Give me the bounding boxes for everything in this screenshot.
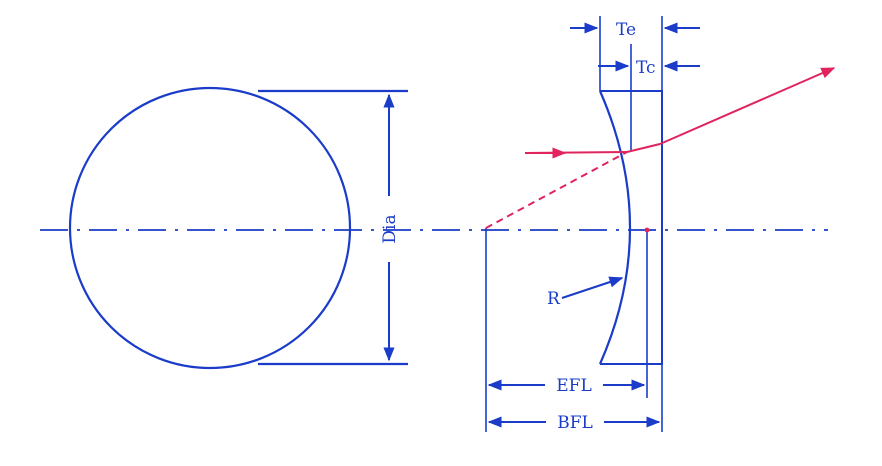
radius-leader-arrow [561, 276, 624, 299]
ray-inside-lens [626, 143, 661, 153]
lens-concave-surface [598, 90, 632, 365]
bfl-label: BFL [557, 413, 593, 433]
tc-label: Tc [636, 58, 656, 78]
efl-label: EFL [556, 376, 592, 396]
radius-label: R [547, 289, 561, 309]
lens-front-view-circle [68, 86, 352, 370]
vertex-point [644, 227, 650, 233]
outgoing-ray [659, 67, 836, 145]
dia-label: Dia [380, 214, 400, 243]
virtual-ray-extension [485, 151, 628, 229]
te-label: Te [616, 20, 636, 40]
